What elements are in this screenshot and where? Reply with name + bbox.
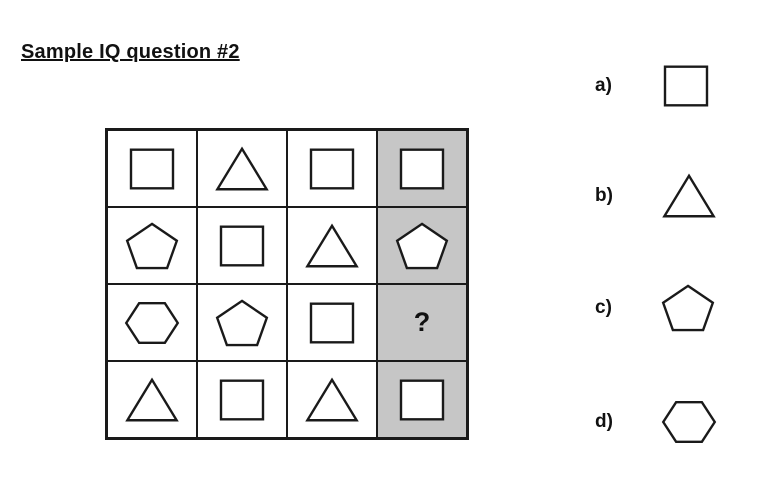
answer-option-hexagon[interactable]: d) [595, 392, 717, 452]
hexagon-shape-icon [124, 300, 180, 346]
grid-cell-triangle [287, 361, 377, 438]
square-shape-icon [307, 146, 357, 192]
grid-cell-triangle [107, 361, 197, 438]
triangle-shape-icon [304, 377, 360, 423]
square-shape-icon [127, 146, 177, 192]
square-shape-icon [307, 300, 357, 346]
answer-option-pentagon[interactable]: c) [595, 278, 715, 338]
hexagon-shape-icon [661, 399, 717, 445]
question-mark: ? [413, 307, 431, 337]
square-shape-icon [397, 377, 447, 423]
triangle-shape-icon [661, 173, 717, 219]
grid-cell-square [287, 284, 377, 361]
grid-cell-square [197, 361, 287, 438]
grid-cell-question: ? [377, 284, 467, 361]
grid-cell-triangle [287, 207, 377, 284]
grid-cell-hexagon [107, 284, 197, 361]
answer-option-square[interactable]: a) [595, 56, 711, 116]
page-title: Sample IQ question #2 [21, 41, 240, 63]
grid-cell-square [287, 130, 377, 207]
square-shape-icon [661, 63, 711, 109]
grid-cell-pentagon [107, 207, 197, 284]
grid-cell-triangle [197, 130, 287, 207]
triangle-shape-icon [124, 377, 180, 423]
answer-option-triangle[interactable]: b) [595, 166, 717, 226]
grid-cell-square [107, 130, 197, 207]
square-shape-icon [397, 146, 447, 192]
triangle-shape-icon [304, 223, 360, 269]
grid-cell-square [197, 207, 287, 284]
square-shape-icon [217, 377, 267, 423]
square-shape-icon [217, 223, 267, 269]
option-label: d) [595, 411, 613, 432]
grid-cell-pentagon [197, 284, 287, 361]
option-label: b) [595, 185, 613, 206]
puzzle-grid: ? [105, 128, 469, 440]
grid-cell-pentagon [377, 207, 467, 284]
pentagon-shape-icon [395, 222, 449, 270]
pentagon-shape-icon [125, 222, 179, 270]
triangle-shape-icon [214, 146, 270, 192]
option-label: c) [595, 297, 612, 318]
grid-cell-square [377, 361, 467, 438]
pentagon-shape-icon [661, 284, 715, 332]
grid-cell-square [377, 130, 467, 207]
option-label: a) [595, 75, 612, 96]
pentagon-shape-icon [215, 299, 269, 347]
